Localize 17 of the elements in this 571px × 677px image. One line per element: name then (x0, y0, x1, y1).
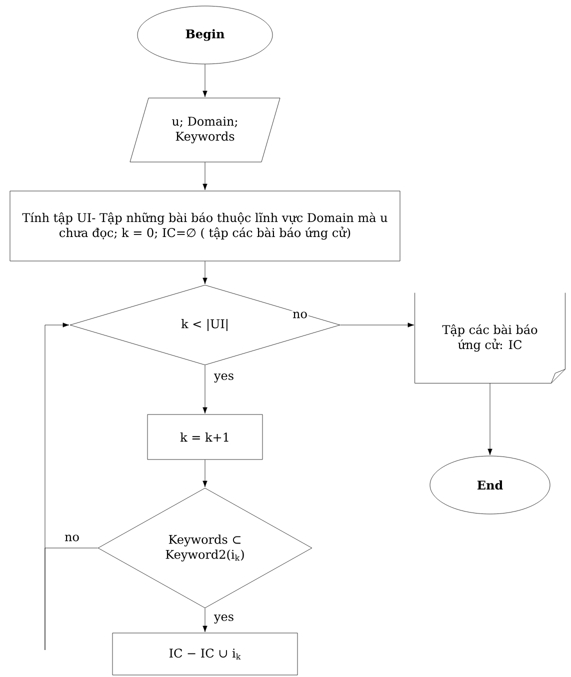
arrow (202, 460, 208, 488)
arrow (488, 383, 492, 456)
edge-label: no (292, 310, 308, 320)
arrow (202, 261, 208, 284)
input-parallelogram: u; Domain; Keywords (130, 98, 280, 162)
arrow (44, 322, 98, 650)
edge-label: yes (212, 613, 236, 625)
arrow (202, 64, 208, 98)
edge-label: no (64, 534, 80, 542)
process-box: IC − IC ∪ i$_{k}$ (112, 632, 298, 676)
process-box: Tính tập UI- Tập những bài báo thuộc lĩnh vực Domain mà u chưa đọc; k = 0; IC=∅ ( tập các bài báo ứng cử) (10, 190, 400, 262)
arrow (202, 608, 208, 632)
process-box: k = k+1 (147, 414, 263, 460)
arrow (340, 322, 414, 328)
arrow (202, 365, 208, 414)
edge-label: yes (212, 372, 236, 384)
arrow (202, 162, 208, 190)
